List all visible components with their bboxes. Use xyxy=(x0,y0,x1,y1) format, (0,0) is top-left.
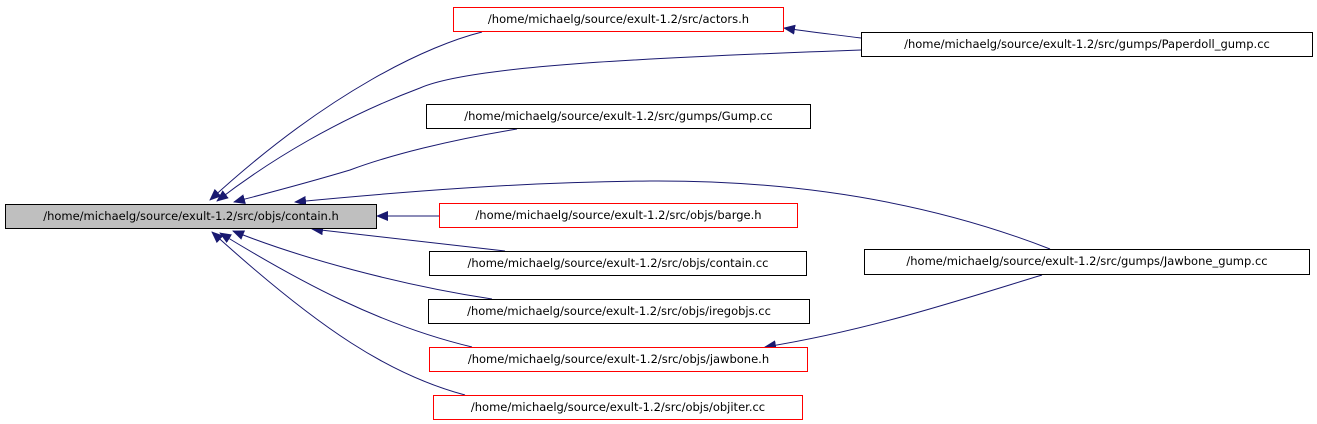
node-label: /home/michaelg/source/exult-1.2/src/objs… xyxy=(470,400,766,414)
node-label: /home/michaelg/source/exult-1.2/src/objs… xyxy=(467,304,771,318)
node-label: /home/michaelg/source/exult-1.2/src/objs… xyxy=(467,256,769,270)
edge-paperdoll-to-actors xyxy=(783,24,862,39)
edge-paperdoll-to-contain xyxy=(216,49,862,202)
edge-containcc-to-contain xyxy=(311,225,506,252)
node-contain-cc[interactable]: /home/michaelg/source/exult-1.2/src/objs… xyxy=(429,251,807,276)
node-label: /home/michaelg/source/exult-1.2/src/gump… xyxy=(904,37,1270,51)
edge-objiter-to-contain xyxy=(211,231,466,396)
node-label: /home/michaelg/source/exult-1.2/src/acto… xyxy=(487,12,750,26)
edge-iregobjs-to-contain xyxy=(232,230,493,300)
edge-jawbonegump-to-jawboneh xyxy=(764,274,1043,351)
node-label: /home/michaelg/source/exult-1.2/src/gump… xyxy=(906,254,1268,268)
node-jawbone-gump-cc[interactable]: /home/michaelg/source/exult-1.2/src/gump… xyxy=(864,249,1310,275)
node-label: /home/michaelg/source/exult-1.2/src/gump… xyxy=(464,109,773,123)
node-label: /home/michaelg/source/exult-1.2/src/objs… xyxy=(467,352,770,366)
node-paperdoll-gump-cc[interactable]: /home/michaelg/source/exult-1.2/src/gump… xyxy=(861,32,1313,57)
edge-jawboneh-to-contain xyxy=(219,232,473,348)
node-barge-h[interactable]: /home/michaelg/source/exult-1.2/src/objs… xyxy=(439,203,798,228)
node-contain-h: /home/michaelg/source/exult-1.2/src/objs… xyxy=(5,204,377,229)
node-iregobjs-cc[interactable]: /home/michaelg/source/exult-1.2/src/objs… xyxy=(428,299,810,324)
node-objiter-cc[interactable]: /home/michaelg/source/exult-1.2/src/objs… xyxy=(433,395,803,420)
node-label: /home/michaelg/source/exult-1.2/src/objs… xyxy=(475,208,762,222)
node-actors-h[interactable]: /home/michaelg/source/exult-1.2/src/acto… xyxy=(453,7,784,32)
node-label: /home/michaelg/source/exult-1.2/src/objs… xyxy=(43,209,339,223)
edge-jawbonegump-to-contain xyxy=(294,180,1051,250)
node-jawbone-h[interactable]: /home/michaelg/source/exult-1.2/src/objs… xyxy=(429,347,808,372)
edge-gump-to-contain xyxy=(233,128,518,204)
edge-actors-to-contain xyxy=(209,31,483,201)
node-gump-cc[interactable]: /home/michaelg/source/exult-1.2/src/gump… xyxy=(426,104,811,129)
